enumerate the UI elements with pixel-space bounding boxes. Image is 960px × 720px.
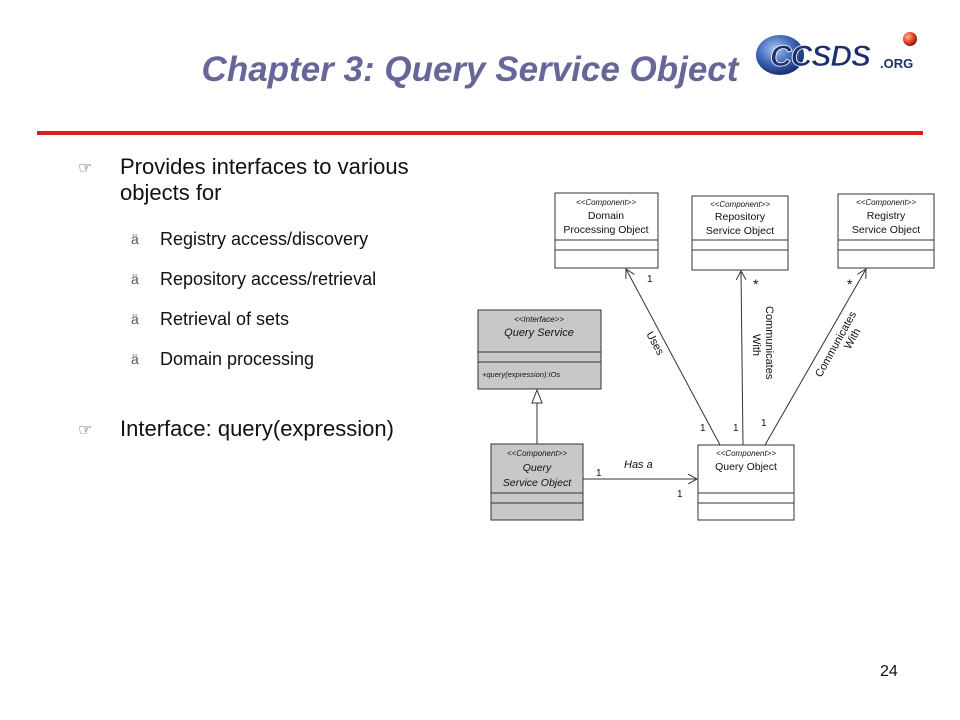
stereotype-label: <<Component>> xyxy=(507,449,567,458)
box-name: Domain xyxy=(588,210,624,222)
multiplicity-label: * xyxy=(753,276,759,292)
stereotype-label: <<Component>> xyxy=(856,198,916,207)
has-a-label: Has a xyxy=(624,459,653,471)
pointing-hand-icon: ☞ xyxy=(78,422,93,439)
communicates-repository-association xyxy=(741,271,743,446)
query-object-box: <<Component>> Query Object xyxy=(697,444,795,521)
sub-bullet-icon: ä xyxy=(131,311,139,327)
sub-bullet-text: Registry access/discovery xyxy=(160,229,369,249)
box-name: Service Object xyxy=(852,224,920,236)
multiplicity-label: 1 xyxy=(647,274,653,285)
multiplicity-label: 1 xyxy=(677,489,683,500)
multiplicity-label: 1 xyxy=(596,468,602,479)
page-number: 24 xyxy=(880,663,898,680)
box-name: Query Service xyxy=(504,327,574,339)
box-name: Processing Object xyxy=(563,224,648,236)
slide-title: Chapter 3: Query Service Object xyxy=(201,50,739,89)
sub-bullet-icon: ä xyxy=(131,231,139,247)
box-name: Service Object xyxy=(503,477,572,489)
communicates-label: Communicates xyxy=(763,306,775,380)
stereotype-label: <<Component>> xyxy=(576,198,636,207)
multiplicity-label: 1 xyxy=(700,423,706,434)
repository-service-object-box: <<Component>> Repository Service Object xyxy=(691,195,789,271)
query-service-interface-box: <<Interface>> Query Service +query(expre… xyxy=(477,309,602,390)
box-name: Query Object xyxy=(715,461,777,473)
ccsds-logo: CCSDS .ORG xyxy=(756,32,917,75)
bullet-item: ☞ Provides interfaces to various objects… xyxy=(78,154,478,206)
sub-bullet-icon: ä xyxy=(131,271,139,287)
sub-bullet-text: Retrieval of sets xyxy=(160,309,290,329)
stereotype-label: <<Component>> xyxy=(716,449,776,458)
multiplicity-label: 1 xyxy=(761,418,767,429)
domain-processing-object-box: <<Component>> Domain Processing Object xyxy=(554,192,659,269)
sub-bullet-text: Repository access/retrieval xyxy=(160,269,377,289)
box-name: Service Object xyxy=(706,225,774,237)
sub-bullet-icon: ä xyxy=(131,351,139,367)
communicates-label: With xyxy=(750,334,762,356)
bullet-text: Provides interfaces to various objects f… xyxy=(120,154,409,205)
realization-arrowhead xyxy=(531,388,543,404)
pointing-hand-icon: ☞ xyxy=(78,160,93,177)
title-rule xyxy=(37,131,923,135)
bullet-item: ☞ Interface: query(expression) xyxy=(78,416,478,442)
box-name: Query xyxy=(523,462,552,474)
communicates-registry-association xyxy=(764,269,866,446)
uses-label: Uses xyxy=(643,330,666,358)
registry-service-object-box: <<Component>> Registry Service Object xyxy=(837,193,935,269)
sub-bullet-text: Domain processing xyxy=(160,349,315,369)
sub-bullet-item: ä Retrieval of sets xyxy=(78,308,478,330)
svg-text:.ORG: .ORG xyxy=(880,56,913,71)
svg-text:CCSDS: CCSDS xyxy=(770,40,871,73)
bullet-text: Interface: query(expression) xyxy=(120,416,394,441)
sub-bullet-item: ä Repository access/retrieval xyxy=(78,268,478,290)
sub-bullet-item: ä Registry access/discovery xyxy=(78,228,478,250)
box-name: Repository xyxy=(715,211,766,223)
uses-association xyxy=(626,269,721,446)
bullet-list: ☞ Provides interfaces to various objects… xyxy=(78,154,478,464)
stereotype-label: <<Interface>> xyxy=(514,315,564,324)
multiplicity-label: 1 xyxy=(733,423,739,434)
operation-label: +query(expression):IOs xyxy=(482,370,560,379)
multiplicity-label: * xyxy=(847,276,853,292)
query-service-object-box: <<Component>> Query Service Object xyxy=(490,443,584,521)
box-name: Registry xyxy=(867,210,906,222)
sub-bullet-item: ä Domain processing xyxy=(78,348,478,370)
uml-component-diagram: <<Component>> Domain Processing Object <… xyxy=(477,192,935,521)
stereotype-label: <<Component>> xyxy=(710,200,770,209)
